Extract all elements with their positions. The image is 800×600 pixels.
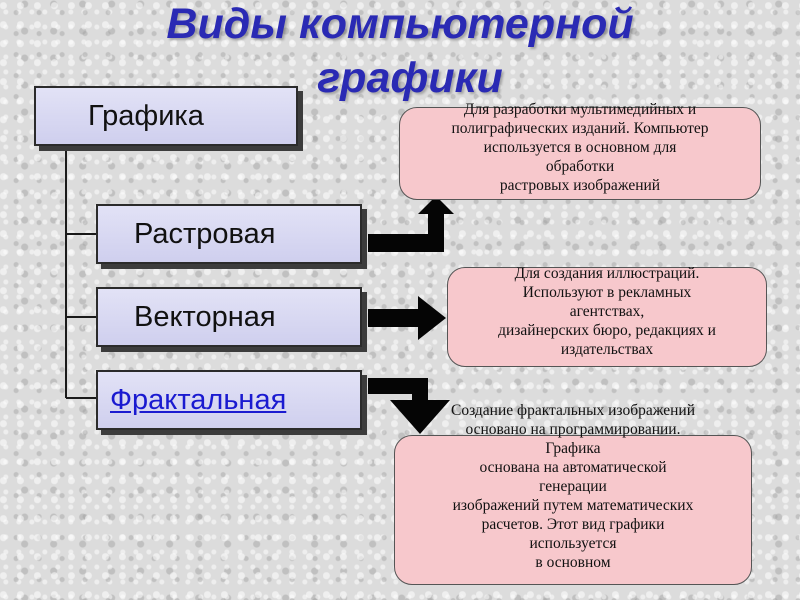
fractal-link[interactable]: Фрактальная — [110, 383, 287, 416]
category-graphics-label: Графика — [88, 99, 204, 132]
arrow-up-right-icon — [368, 196, 454, 252]
fractal-description-text: Создание фрактальных изображений основан… — [450, 402, 696, 571]
category-vector: Векторная — [96, 287, 362, 347]
raster-description-text: Для разработки мультимедийных и полиграф… — [451, 101, 709, 194]
vector-description-box — [447, 267, 767, 367]
category-raster-label: Растровая — [134, 217, 276, 250]
fractal-description-box — [394, 435, 752, 585]
category-raster: Растровая — [96, 204, 362, 264]
category-vector-label: Векторная — [134, 300, 276, 333]
arrow-right-icon — [368, 296, 446, 340]
vector-description-text: Для создания иллюстраций. Используют в р… — [498, 265, 716, 358]
category-graphics: Графика — [34, 86, 298, 146]
page-title-line-2: графики — [317, 54, 503, 102]
tree-connectors — [65, 148, 96, 399]
category-fractal: Фрактальная — [96, 370, 362, 430]
arrow-down-right-icon — [368, 378, 450, 434]
raster-description-box — [399, 107, 761, 200]
page-title-line-1: Виды компьютерной — [166, 0, 634, 48]
